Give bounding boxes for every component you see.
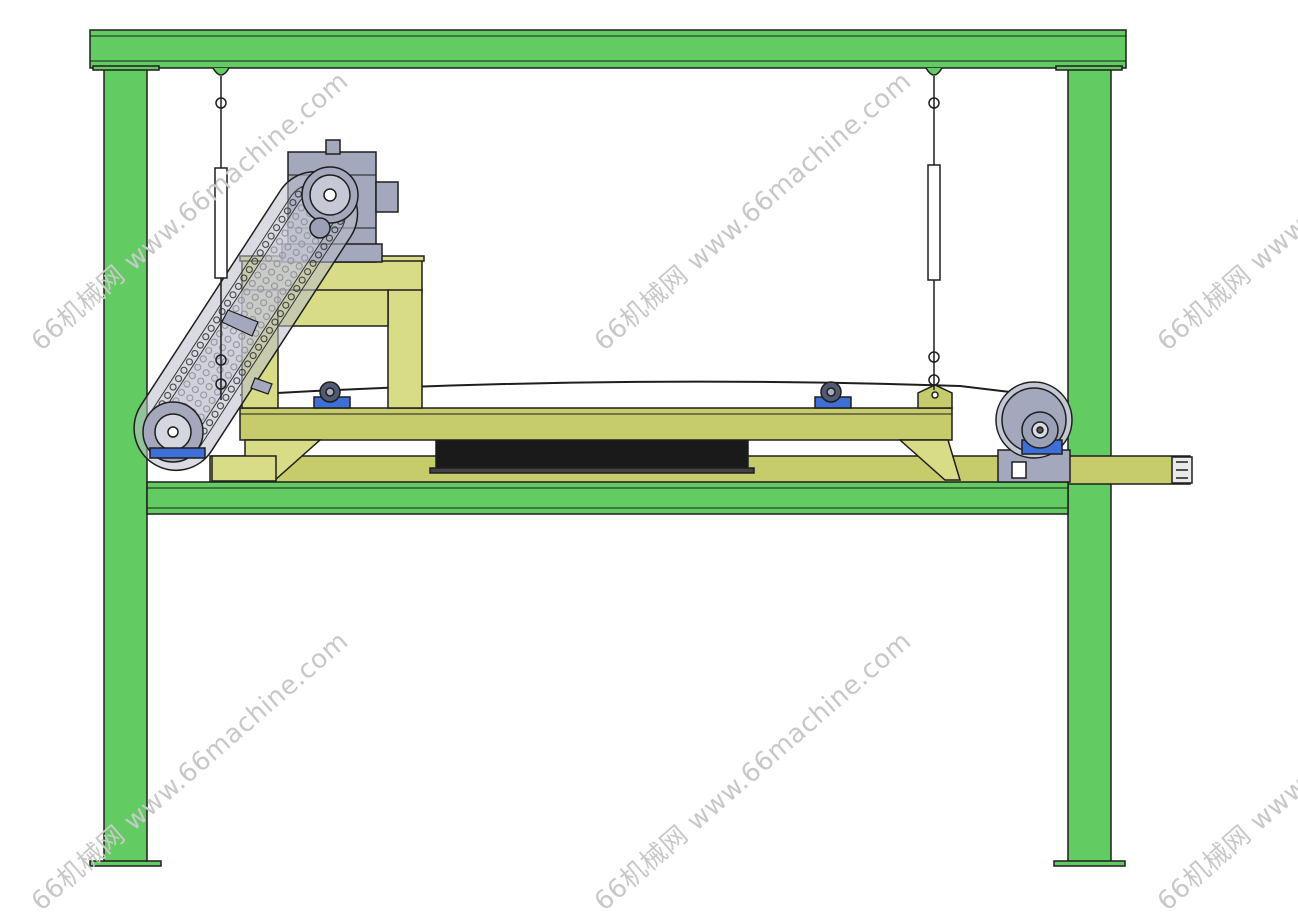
separator-right-leg (898, 439, 962, 481)
suspension-left (212, 67, 230, 400)
chain-tensioner (221, 309, 259, 337)
right-foot-plate (1053, 860, 1126, 867)
conveyor-green-beam (146, 481, 1069, 515)
suspension-right (925, 67, 943, 390)
left-column (103, 67, 148, 864)
magnetic-separator (211, 255, 1073, 483)
separator-main-beam (239, 407, 953, 441)
magnet-block (435, 439, 749, 473)
driven-sprocket (142, 401, 206, 463)
idler-bearing-1 (313, 381, 351, 409)
separator-belt (239, 380, 1011, 396)
drive-sprocket (301, 166, 359, 239)
left-foot-plate (89, 860, 162, 867)
right-cap-plate (1055, 65, 1123, 71)
idler-bearing-2 (814, 381, 852, 409)
chain-drive (133, 166, 359, 472)
left-cap-plate (92, 65, 160, 71)
tail-drum (995, 381, 1073, 483)
